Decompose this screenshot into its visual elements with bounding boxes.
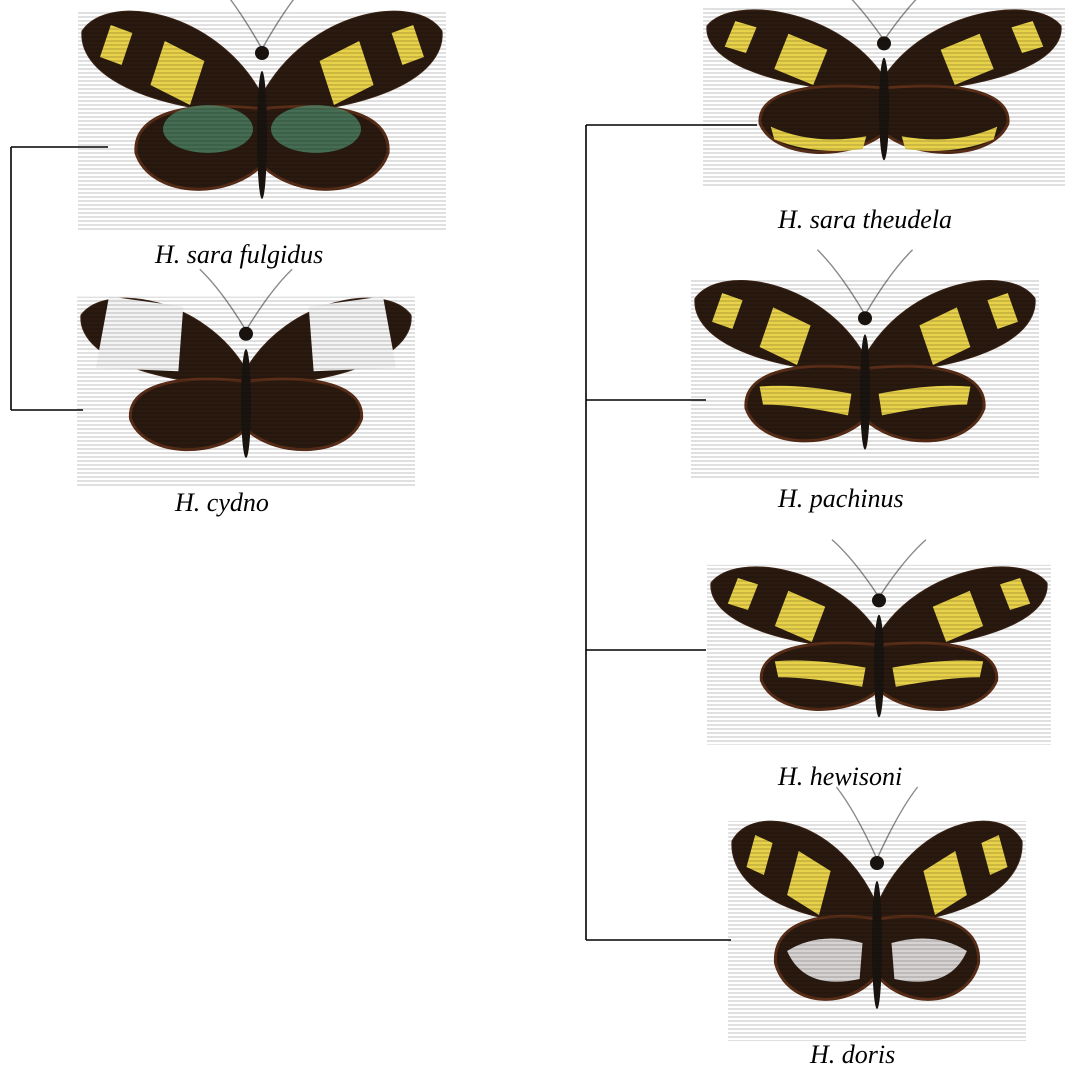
caption-hewisoni: H. hewisoni [778,762,902,792]
butterfly-cydno [77,269,415,486]
caption-cydno: H. cydno [175,488,269,518]
butterfly-pachinus [691,250,1039,480]
butterfly-doris [728,787,1026,1041]
right-clade-comb [586,125,757,940]
scanline-texture [77,297,415,487]
scanline-texture [691,279,1039,479]
scanline-texture [728,821,1026,1041]
caption-sara-theudela: H. sara theudela [778,205,952,235]
butterfly-sara-fulgidus [78,0,446,231]
butterfly-hewisoni [707,540,1051,745]
scanline-texture [707,565,1051,745]
scanline-texture [703,8,1065,188]
caption-doris: H. doris [810,1040,895,1070]
caption-pachinus: H. pachinus [778,484,904,514]
scanline-texture [78,11,446,231]
caption-sara-fulgidus: H. sara fulgidus [155,240,323,270]
butterfly-sara-theudela [703,0,1065,188]
